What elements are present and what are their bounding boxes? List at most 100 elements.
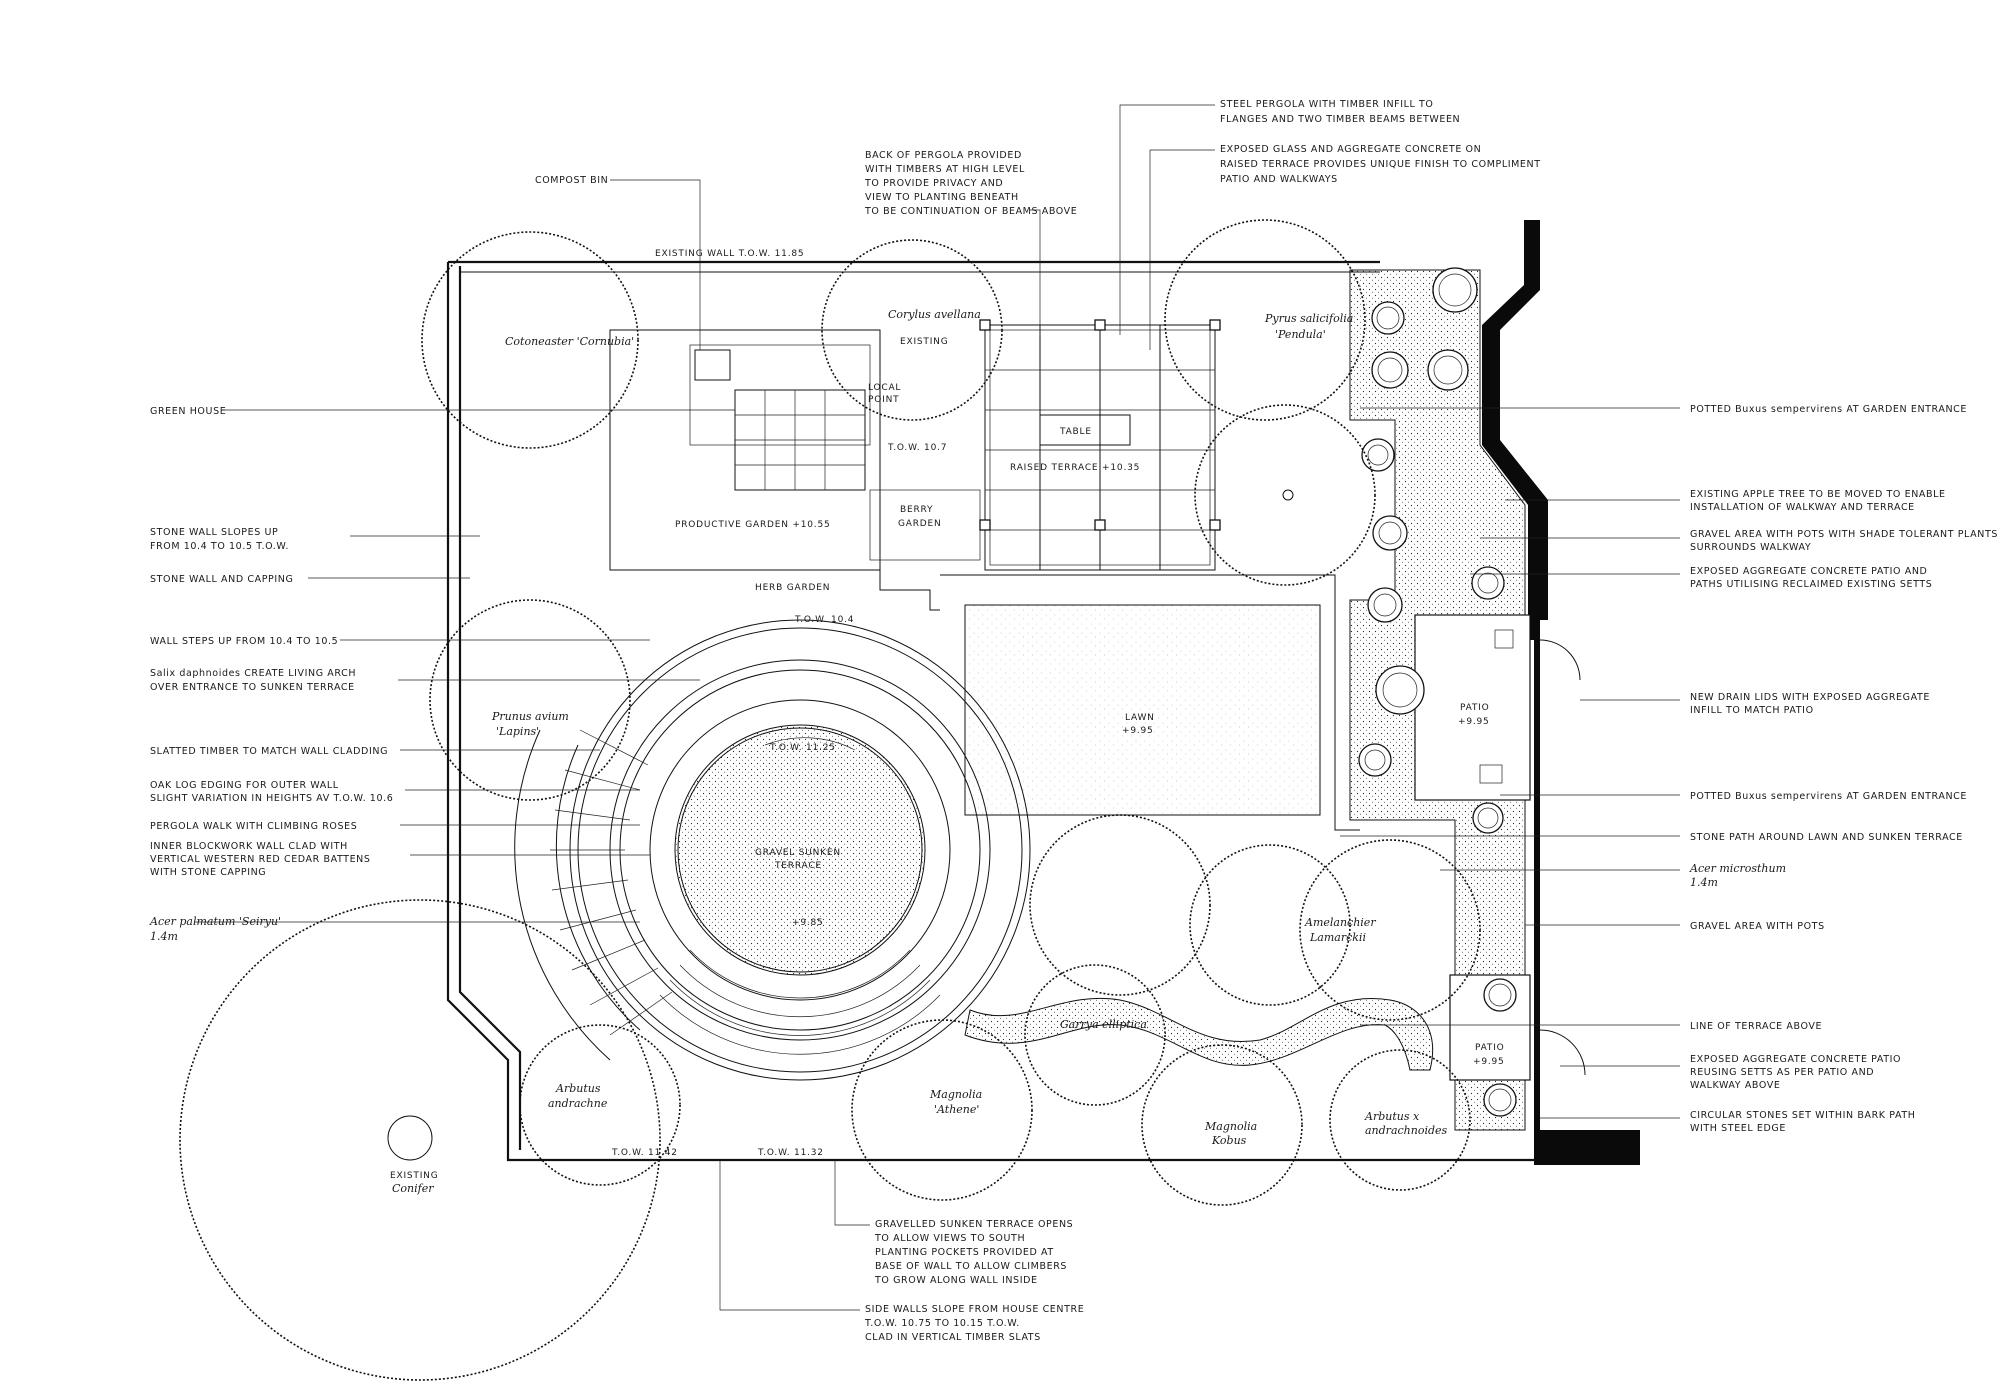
label-gravel-sunken-2: TERRACE: [774, 861, 822, 871]
gravel-walkway: [1349, 269, 1586, 1131]
note-oak-log-2: SLIGHT VARIATION IN HEIGHTS AV T.O.W. 10…: [150, 793, 393, 804]
note-wall-steps-up: WALL STEPS UP FROM 10.4 TO 10.5: [150, 636, 338, 647]
label-patio: PATIO: [1460, 703, 1490, 713]
label-patio-level: +9.95: [1458, 717, 1490, 727]
sunken-terrace: [514, 619, 1031, 1081]
note-apple-tree: EXISTING APPLE TREE TO BE MOVED TO ENABL…: [1690, 489, 1946, 500]
tree-canopies: [179, 219, 1481, 1381]
label-garrya: Garrya elliptica: [1060, 1018, 1147, 1031]
note-gravel-shade: GRAVEL AREA WITH POTS WITH SHADE TOLERAN…: [1690, 529, 1998, 540]
note-stone-wall-capping: STONE WALL AND CAPPING: [150, 574, 293, 585]
label-lower-patio-level: +9.95: [1473, 1057, 1505, 1067]
bark-path: [964, 997, 1434, 1071]
note-inner-blockwork-2: VERTICAL WESTERN RED CEDAR BATTENS: [150, 854, 371, 865]
note-apple-tree-2: INSTALLATION OF WALKWAY AND TERRACE: [1690, 502, 1915, 513]
label-magnolia-2: 'Athene': [934, 1103, 979, 1116]
label-pyrus-2: 'Pendula': [1275, 328, 1326, 341]
note-sunken-terrace-opens-3: PLANTING POCKETS PROVIDED AT: [875, 1247, 1054, 1258]
label-existing-conifer-2: Conifer: [392, 1182, 434, 1195]
label-raised-terrace: RAISED TERRACE +10.35: [1010, 463, 1140, 473]
label-magnolia: Magnolia: [929, 1088, 982, 1101]
note-exposed-aggregate: EXPOSED AGGREGATE CONCRETE PATIO AND: [1690, 566, 1927, 577]
label-level-985: +9.85: [792, 918, 824, 928]
label-acer-palmatum: Acer palmatum 'Seiryu': [149, 915, 281, 928]
compost-bin: [694, 349, 731, 381]
note-steel-pergola: STEEL PERGOLA WITH TIMBER INFILL TO: [1220, 99, 1434, 110]
note-stone-wall-slopes-2: FROM 10.4 TO 10.5 T.O.W.: [150, 541, 289, 552]
label-lawn-level: +9.95: [1122, 726, 1154, 736]
note-lower-patio-2: REUSING SETTS AS PER PATIO AND: [1690, 1067, 1874, 1078]
note-stone-path: STONE PATH AROUND LAWN AND SUNKEN TERRAC…: [1690, 832, 1963, 843]
note-lower-patio-3: WALKWAY ABOVE: [1690, 1080, 1780, 1091]
raised-terrace-pergola: [979, 319, 1221, 571]
house-facade: [1482, 220, 1640, 1165]
note-side-walls-2: T.O.W. 10.75 TO 10.15 T.O.W.: [864, 1318, 1020, 1329]
label-acer-palmatum-size: 1.4m: [150, 930, 178, 943]
label-arbutus: Arbutus: [555, 1082, 601, 1095]
note-sunken-terrace-opens-4: BASE OF WALL TO ALLOW CLIMBERS: [875, 1261, 1067, 1272]
label-amelanchier-2: Lamarckii: [1309, 931, 1366, 944]
note-potted-buxus-1: POTTED Buxus sempervirens AT GARDEN ENTR…: [1690, 404, 1967, 415]
note-inner-blockwork: INNER BLOCKWORK WALL CLAD WITH: [150, 841, 348, 852]
note-back-pergola-2: WITH TIMBERS AT HIGH LEVEL: [865, 164, 1025, 175]
label-magnolia-kobus-2: Kobus: [1211, 1134, 1247, 1147]
note-gravel-shade-2: SURROUNDS WALKWAY: [1690, 542, 1811, 553]
leader-lines: [195, 104, 1680, 1311]
label-acer-microsthum-size: 1.4m: [1690, 876, 1718, 889]
note-back-pergola-3: TO PROVIDE PRIVACY AND: [864, 178, 1003, 189]
pergola-walk: [514, 729, 673, 1061]
label-berry: BERRY: [900, 505, 933, 515]
bottom-annotations: GRAVELLED SUNKEN TERRACE OPENS TO ALLOW …: [864, 1219, 1084, 1343]
note-drain-lids: NEW DRAIN LIDS WITH EXPOSED AGGREGATE: [1690, 692, 1930, 703]
patio: [1414, 614, 1531, 801]
note-exposed-glass-2: RAISED TERRACE PROVIDES UNIQUE FINISH TO…: [1220, 159, 1541, 170]
potted-plants: [1358, 267, 1517, 1117]
label-cotoneaster: Cotoneaster 'Cornubia': [505, 335, 634, 348]
note-terrace-above: LINE OF TERRACE ABOVE: [1690, 1021, 1822, 1032]
left-annotations: GREEN HOUSE STONE WALL SLOPES UP FROM 10…: [149, 406, 393, 943]
label-existing-conifer: EXISTING: [390, 1171, 438, 1181]
note-oak-log: OAK LOG EDGING FOR OUTER WALL: [150, 780, 339, 791]
label-tow-1142: T.O.W. 11.42: [611, 1148, 678, 1158]
label-existing: EXISTING: [900, 337, 948, 347]
label-tow-1125: T.O.W. 11.25: [769, 743, 836, 753]
label-arbutus-x: Arbutus x: [1364, 1110, 1420, 1123]
label-existing-wall: EXISTING WALL T.O.W. 11.85: [655, 249, 804, 259]
note-salix-arch: Salix daphnoides CREATE LIVING ARCH: [150, 668, 356, 679]
label-pyrus: Pyrus salicifolia: [1264, 312, 1353, 325]
label-arbutus-2: andrachne: [548, 1097, 608, 1110]
note-salix-arch-2: OVER ENTRANCE TO SUNKEN TERRACE: [150, 682, 355, 693]
note-pergola-walk: PERGOLA WALK WITH CLIMBING ROSES: [150, 821, 357, 832]
note-slatted-timber: SLATTED TIMBER TO MATCH WALL CLADDING: [150, 746, 388, 757]
note-sunken-terrace-opens-5: TO GROW ALONG WALL INSIDE: [874, 1275, 1038, 1286]
label-corylus: Corylus avellana: [888, 308, 981, 321]
note-compost-bin: COMPOST BIN: [535, 175, 608, 186]
note-side-walls-3: CLAD IN VERTICAL TIMBER SLATS: [865, 1332, 1041, 1343]
note-exposed-glass-3: PATIO AND WALKWAYS: [1220, 174, 1338, 185]
label-tow-104: T.O.W. 10.4: [794, 615, 854, 625]
label-local-point-2: POINT: [868, 395, 899, 405]
note-sunken-terrace-opens: GRAVELLED SUNKEN TERRACE OPENS: [875, 1219, 1073, 1230]
plan-labels: EXISTING WALL T.O.W. 11.85 Cotoneaster '…: [390, 249, 1505, 1195]
label-prunus: Prunus avium: [491, 710, 569, 723]
existing-conifer: [387, 1115, 433, 1161]
label-arbutus-x-2: andrachnoides: [1365, 1124, 1448, 1137]
label-amelanchier: Amelanchier: [1304, 916, 1376, 929]
note-lower-patio: EXPOSED AGGREGATE CONCRETE PATIO: [1690, 1054, 1901, 1065]
label-lawn: LAWN: [1125, 713, 1155, 723]
note-drain-lids-2: INFILL TO MATCH PATIO: [1690, 705, 1814, 716]
note-side-walls: SIDE WALLS SLOPE FROM HOUSE CENTRE: [865, 1304, 1084, 1315]
note-circular-stones-2: WITH STEEL EDGE: [1690, 1123, 1786, 1134]
acer-palmatum-canopy: [179, 899, 661, 1381]
note-back-pergola: BACK OF PERGOLA PROVIDED: [865, 150, 1022, 161]
note-green-house: GREEN HOUSE: [150, 406, 226, 417]
terrace-table: [1039, 414, 1131, 446]
label-lower-patio: PATIO: [1475, 1043, 1505, 1053]
note-circular-stones: CIRCULAR STONES SET WITHIN BARK PATH: [1690, 1110, 1915, 1121]
label-acer-microsthum: Acer microsthum: [1689, 862, 1786, 875]
greenhouse: [734, 389, 866, 491]
top-annotations: STEEL PERGOLA WITH TIMBER INFILL TO FLAN…: [535, 99, 1541, 217]
note-stone-wall-slopes: STONE WALL SLOPES UP: [150, 527, 278, 538]
label-magnolia-kobus: Magnolia: [1204, 1120, 1257, 1133]
